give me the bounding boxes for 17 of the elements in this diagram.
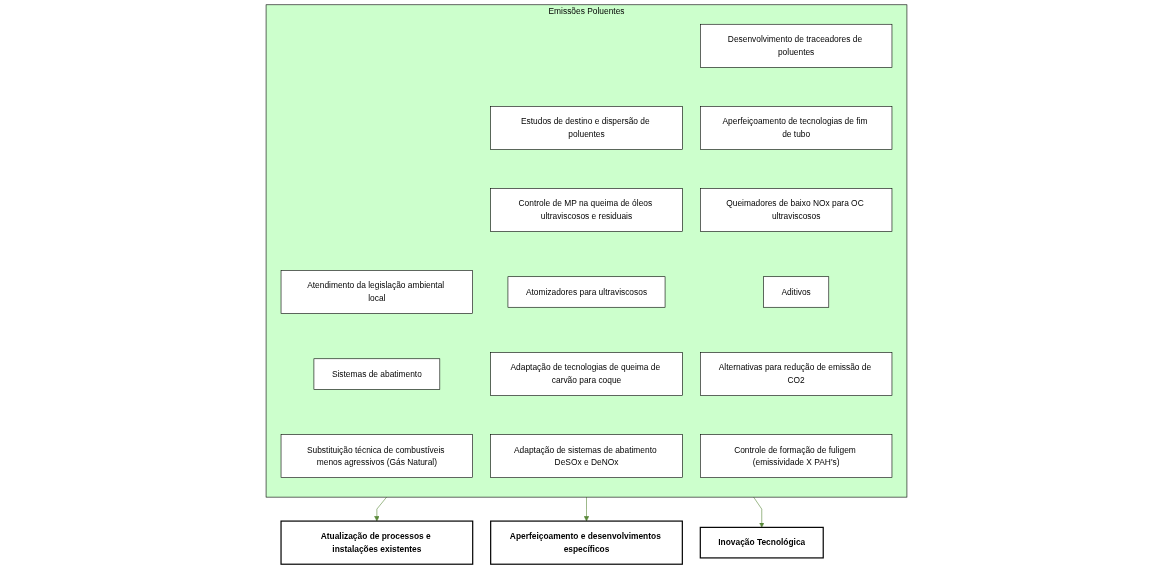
- node-box: Controle de MP na queima de óleos ultraviscosos e residuais: [490, 188, 683, 232]
- node-box: Substituição técnica de combustíveis menos agressivos (Gás Natural): [280, 434, 473, 478]
- node-box: Atendimento da legislação ambiental local: [280, 270, 473, 314]
- node-box: Inovação Tecnológica: [699, 526, 824, 559]
- node-box: Adaptação de sistemas de abatimento DeSOx e DeNOx: [490, 434, 683, 478]
- node-box: Sistemas de abatimento: [313, 358, 441, 390]
- node-box: Controle de formação de fuligem (emissividade X PAH's): [700, 434, 893, 478]
- node-box: Desenvolvimento de traceadores de poluentes: [700, 23, 893, 68]
- node-box: Alternativas para redução de emissão de CO2: [700, 352, 893, 396]
- node-box: Aperfeiçoamento e desenvolvimentos específicos: [490, 520, 683, 565]
- node-box: Estudos de destino e dispersão de poluentes: [490, 106, 683, 150]
- node-box: Aditivos: [763, 276, 830, 308]
- node-box: Queimadores de baixo NOx para OC ultraviscosos: [700, 188, 893, 232]
- node-box: Atomizadores para ultraviscosos: [507, 276, 666, 308]
- node-box: Atualização de processos e instalações existentes: [280, 520, 474, 565]
- node-box: Adaptação de tecnologias de queima de carvão para coque: [490, 352, 683, 396]
- node-box: Aperfeiçoamento de tecnologias de fim de tubo: [700, 106, 893, 150]
